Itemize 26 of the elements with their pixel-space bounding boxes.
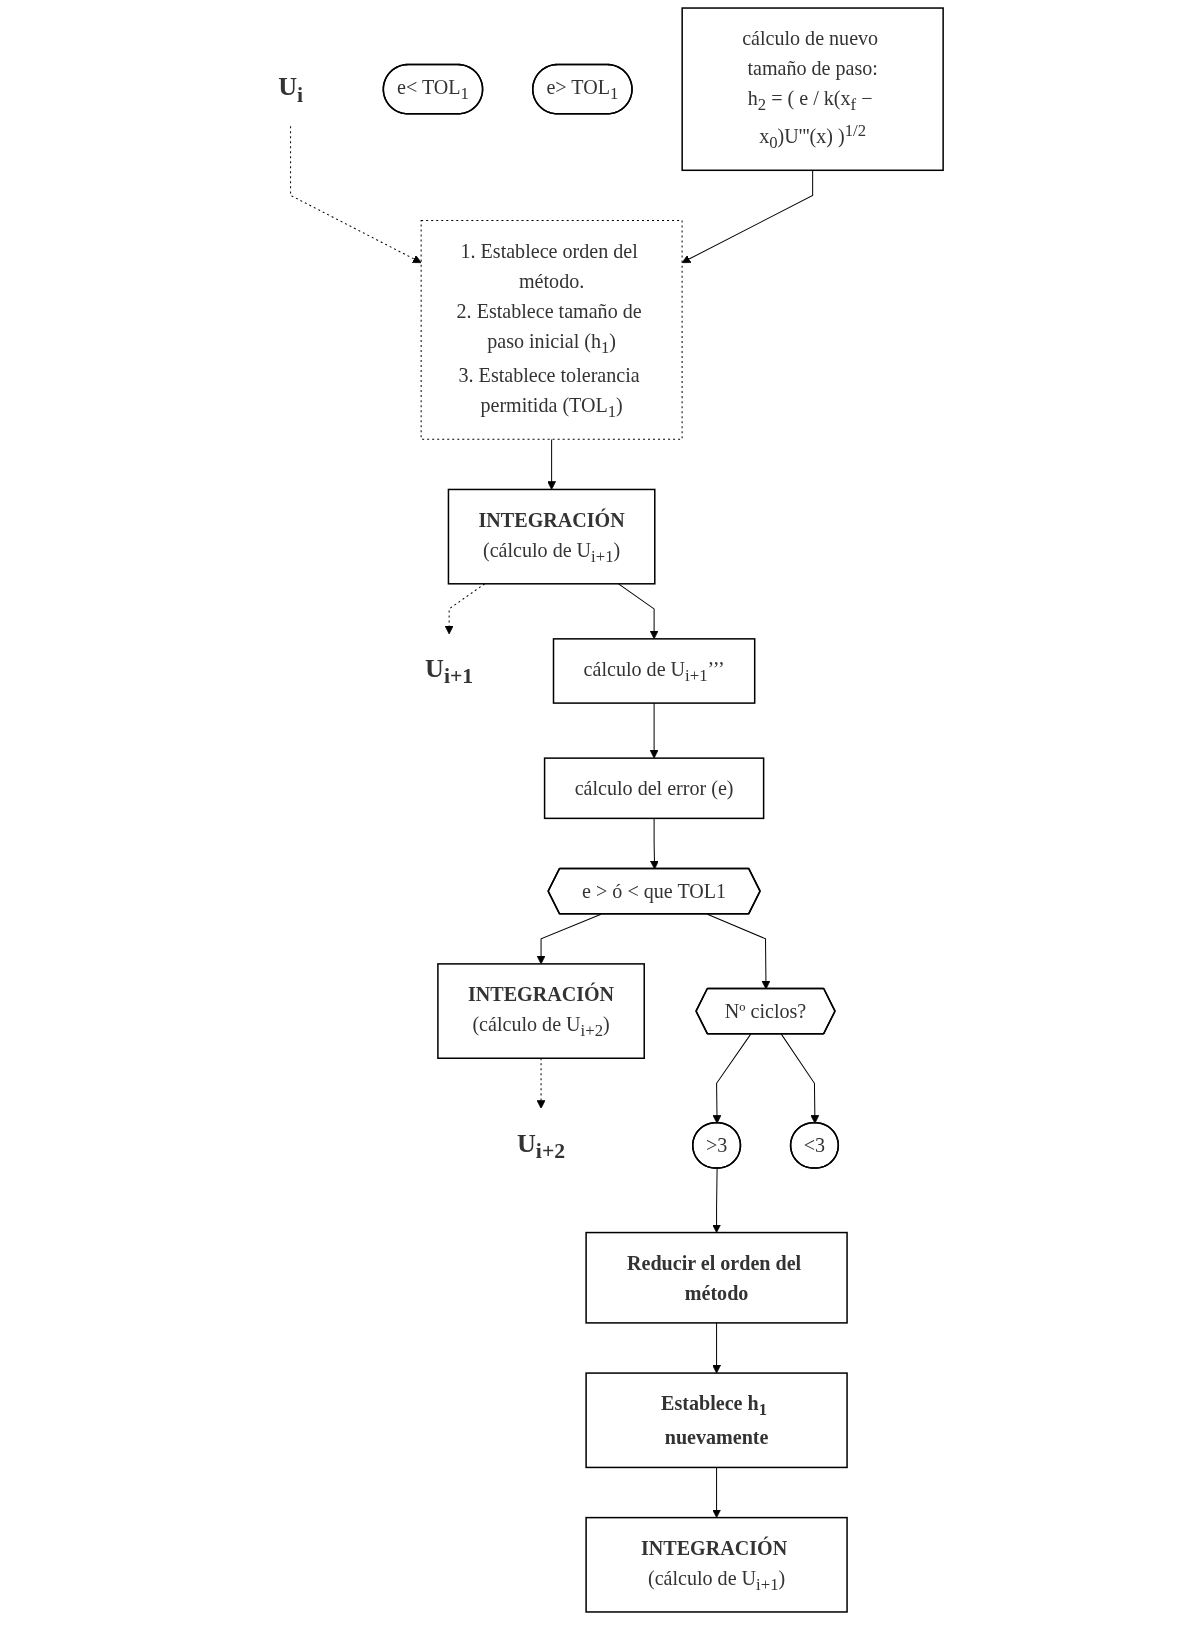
node-box: Reducir el orden del método (585, 1231, 849, 1324)
node-text: U$_{i}$ (278, 72, 304, 107)
node-text: U$_{i+1}$ (425, 654, 474, 689)
arrow (547, 438, 557, 490)
arrow (537, 913, 602, 965)
arrow (712, 1466, 722, 1518)
arrow (713, 1033, 752, 1124)
node-box: INTEGRACIÓN (cálculo de U$_{i+1}$) (448, 488, 656, 585)
arrow (712, 1322, 722, 1374)
node-box: INTEGRACIÓN (cálculo de U$_{i+2}$) (437, 963, 646, 1059)
node-box: cálculo de nuevo tamaño de paso: h$_{2}$ = ( e / k(x$_{f}$ − x$_{0}$)U'''(x) )$^{1/2}$ (681, 7, 945, 172)
arrow (537, 1057, 546, 1109)
arrow (707, 913, 771, 990)
arrow (682, 169, 814, 264)
arrow (650, 817, 660, 870)
node-box: INTEGRACIÓN (cálculo de U$_{i+1}$) (585, 1516, 849, 1613)
node-box: cálculo de U$_{i+1}$’’’ (553, 638, 756, 704)
node-box: Establece h$_{1}$ nuevamente (585, 1372, 849, 1469)
arrow (712, 1168, 722, 1233)
arrow (781, 1033, 820, 1124)
arrow (290, 125, 422, 264)
node-text: U$_{i+2}$ (517, 1128, 566, 1163)
node-box: cálculo del error (e) (544, 757, 765, 820)
arrow (650, 702, 659, 759)
arrow (618, 583, 659, 640)
node-box: 1. Establece orden del método. 2. Establece tamaño de paso inicial (h$_{1}$) 3. Establece tolerancia permitida (TOL$_{1}$) (421, 219, 683, 440)
